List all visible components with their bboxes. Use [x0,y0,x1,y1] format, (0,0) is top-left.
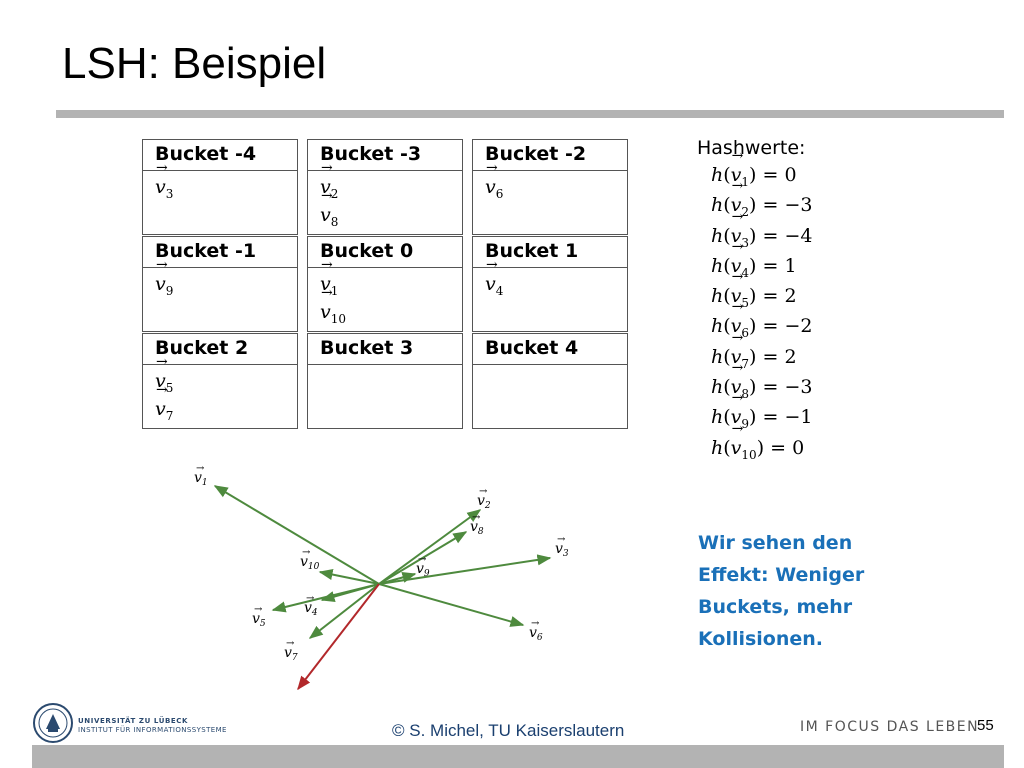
bucket-cell: Bucket -1 →v9 [142,236,298,332]
hash-row: h(→v6) = −2 [711,299,813,341]
vector-label: →v6 [485,160,504,201]
bucket-cell: Bucket -3 →v2 →v8 [307,139,463,235]
svg-text:→: → [557,534,566,545]
conclusion-note: Wir sehen den Effekt: Weniger Buckets, m… [698,532,865,650]
svg-text:→: → [254,604,263,615]
bucket-cell: Bucket 0 →v1 →v10 [307,236,463,332]
svg-text:→: → [472,512,481,523]
bucket-contents: →v2 →v8 [308,160,462,234]
vector-diagram: v1 → v2 → v8 → v3 → v9 → v10 → v4 → v5 →… [194,463,569,691]
bucket-contents [308,365,462,428]
university-name: UNIVERSITÄT ZU LÜBECK INSTITUT FÜR INFOR… [78,717,227,734]
vector-arrow-v9 [378,571,417,585]
bucket-contents: →v5 →v7 [143,354,297,428]
copyright-text: © S. Michel, TU Kaiserslautern [392,721,625,740]
bucket-label: Bucket -2 [473,140,627,171]
page-number: 55 [977,717,994,734]
bucket-cell: Bucket -4 →v3 [142,139,298,235]
hash-row: h(→v4) = 1 [711,238,797,280]
vector-label: →v7 [155,382,174,423]
vector-label: →v3 [155,160,174,201]
vector-label: →v1 [320,257,339,298]
vector-label: →v10 [320,285,347,326]
svg-text:→: → [302,547,311,558]
vector-label: →v2 [320,160,339,201]
slide-title: LSH: Beispiel [62,39,327,88]
vector-label: →v9 [155,257,174,298]
svg-text:→: → [286,638,295,649]
hash-row: h(→v9) = −1 [711,390,813,432]
vector-label: →v8 [320,188,339,229]
vector-arrow-v6 [378,583,525,627]
hashwerte-list: h(→v1) = 0 h(→v2) = −3 h(→v3) = −4 h(→v4… [711,148,813,463]
hash-row: h(→v7) = 2 [711,329,797,371]
vector-arrow-v3 [378,554,552,585]
bucket-label: Bucket -3 [308,140,462,171]
vector-arrow-v7 [308,583,380,639]
hash-row: h(→v10) = 0 [711,420,805,462]
svg-text:→: → [531,618,540,629]
bucket-cell: Bucket -2 →v6 [472,139,628,235]
bucket-cell: Bucket 3 [307,333,463,429]
bucket-contents: →v1 →v10 [308,257,462,331]
hash-row: h(→v5) = 2 [711,269,797,310]
footer-bar [32,745,1004,768]
bucket-label: Bucket 2 [143,334,297,365]
hyperplane-arrow [297,583,380,691]
svg-text:→: → [196,463,205,474]
university-seal-icon [33,703,73,743]
svg-text:→: → [479,486,488,497]
hash-row: h(→v1) = 0 [711,148,797,189]
title-divider [56,110,1004,118]
vector-arrow-v10 [318,569,380,585]
hash-row: h(→v3) = −4 [711,208,813,250]
bucket-label: Bucket 0 [308,237,462,268]
bucket-contents [473,365,627,428]
bucket-cell: Bucket 2 →v5 →v7 [142,333,298,429]
bucket-contents: →v6 [473,160,627,234]
bucket-label: Bucket -4 [143,140,297,171]
bucket-cell: Bucket 1 →v4 [472,236,628,332]
bucket-label: Bucket 3 [308,334,462,365]
hash-row: h(→v8) = −3 [711,360,813,401]
bucket-contents: →v3 [143,160,297,234]
vector-arrow-v1 [213,485,380,585]
vector-arrow-v2 [378,509,482,585]
svg-text:→: → [418,554,427,565]
bucket-contents: →v4 [473,257,627,331]
vector-arrow-v5 [271,583,380,613]
bucket-label: Bucket -1 [143,237,297,268]
bucket-label: Bucket 4 [473,334,627,365]
vector-label: →v4 [485,257,504,298]
motto-text: IM FOCUS DAS LEBEN [800,719,980,735]
hash-row: h(→v2) = −3 [711,178,813,220]
hashwerte-title: Hashwerte: [697,137,806,159]
vector-arrow-v8 [378,531,468,585]
bucket-cell: Bucket 4 [472,333,628,429]
bucket-label: Bucket 1 [473,237,627,268]
svg-text:→: → [306,593,315,604]
bucket-contents: →v9 [143,257,297,331]
vector-label: →v5 [155,354,174,395]
